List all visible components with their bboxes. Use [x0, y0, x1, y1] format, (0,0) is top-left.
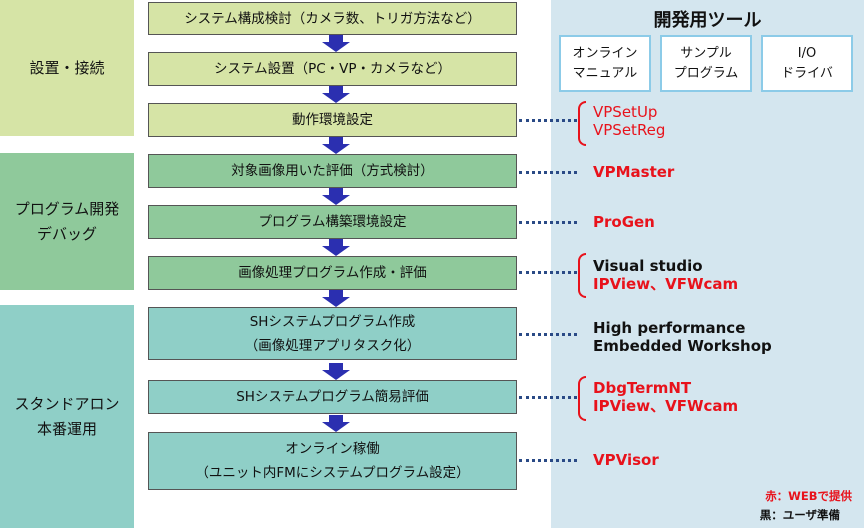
group-setup: 設置・接続 — [0, 0, 134, 136]
arrow-down-icon — [322, 415, 350, 432]
tool-dbgtermnt[interactable]: DbgTermNT — [593, 379, 692, 397]
arrow-down-icon — [322, 239, 350, 256]
legend-red: 赤：WEBで提供 — [765, 489, 852, 503]
tool-vpvisor[interactable]: VPVisor — [593, 451, 659, 469]
connector-line — [519, 119, 577, 122]
dev-tools-title: 開発用ツール — [653, 10, 762, 31]
sample-program-box[interactable]: サンプル プログラム — [660, 35, 752, 92]
tool-vpmaster[interactable]: VPMaster — [593, 163, 675, 181]
connector-line — [519, 459, 577, 462]
tool-vpsetup[interactable]: VPSetUp — [593, 103, 658, 121]
step-system-install: システム設置（PC・VP・カメラなど） — [148, 52, 517, 86]
tool-ipview-vfwcam[interactable]: IPView、VFWcam — [593, 275, 739, 293]
step-online-run: オンライン稼働 （ユニット内FMにシステムプログラム設定） — [148, 432, 517, 490]
arrow-down-icon — [322, 35, 350, 52]
group-standalone: スタンドアロン 本番運用 — [0, 305, 134, 528]
tool-vpsetreg[interactable]: VPSetReg — [593, 121, 666, 139]
connector-line — [519, 171, 577, 174]
connector-line — [519, 333, 577, 336]
brace-icon — [578, 376, 586, 421]
brace-icon — [578, 253, 586, 298]
group-dev-debug: プログラム開発 デバッグ — [0, 153, 134, 290]
tool-progen[interactable]: ProGen — [593, 213, 655, 231]
step-program-create: 画像処理プログラム作成・評価 — [148, 256, 517, 290]
tool-visual-studio: Visual studio — [593, 257, 703, 275]
io-driver-box[interactable]: I/O ドライバ — [761, 35, 853, 92]
step-sh-eval: SHシステムプログラム簡易評価 — [148, 380, 517, 414]
arrow-down-icon — [322, 188, 350, 205]
connector-line — [519, 396, 577, 399]
connector-line — [519, 271, 577, 274]
arrow-down-icon — [322, 137, 350, 154]
arrow-down-icon — [322, 86, 350, 103]
step-system-design: システム構成検討（カメラ数、トリガ方法など） — [148, 2, 517, 35]
connector-line — [519, 221, 577, 224]
step-image-eval: 対象画像用いた評価（方式検討） — [148, 154, 517, 188]
tool-hew: High performance Embedded Workshop — [593, 319, 772, 355]
tool-ipview-vfwcam-2[interactable]: IPView、VFWcam — [593, 397, 739, 415]
brace-icon — [578, 101, 586, 146]
arrow-down-icon — [322, 363, 350, 380]
arrow-down-icon — [322, 290, 350, 307]
legend-black: 黒：ユーザ準備 — [759, 508, 840, 522]
online-manual-box[interactable]: オンライン マニュアル — [559, 35, 651, 92]
step-env-setting: 動作環境設定 — [148, 103, 517, 137]
step-sh-program: SHシステムプログラム作成 （画像処理アプリタスク化） — [148, 307, 517, 360]
step-build-env: プログラム構築環境設定 — [148, 205, 517, 239]
